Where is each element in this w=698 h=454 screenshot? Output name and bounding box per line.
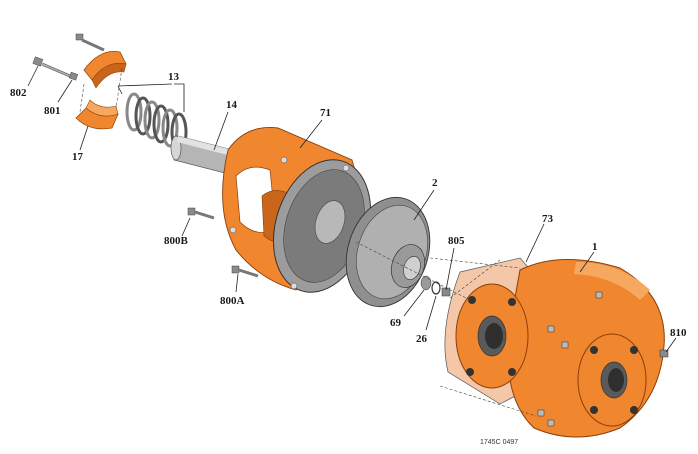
callout-801: 801: [44, 105, 61, 117]
packing-ring: [152, 104, 170, 144]
callout-17: 17: [72, 151, 84, 163]
packing-rings: [125, 92, 188, 152]
callout-71: 71: [320, 107, 331, 119]
alignment-lines: [355, 241, 537, 417]
callout-13: 13: [168, 71, 180, 83]
impeller: [345, 196, 431, 308]
packing-ring: [134, 96, 152, 136]
callout-73: 73: [542, 213, 554, 225]
callout-805: 805: [448, 235, 465, 247]
packing-ring: [161, 108, 179, 148]
drain-plug: [659, 349, 669, 358]
drawing-code: 1745C 0497: [480, 439, 518, 446]
impeller-nut: [420, 275, 451, 297]
leader-lines: [27, 65, 677, 353]
callout-1: 1: [592, 241, 598, 253]
callout-labels: 802 801 17 13 14 71 2 800B 800A 805 73 1…: [10, 71, 687, 446]
bolt-800a: [231, 265, 259, 278]
packing-ring: [125, 92, 143, 132]
callout-14: 14: [226, 99, 238, 111]
callout-69: 69: [390, 317, 402, 329]
bolt-800b: [187, 207, 215, 220]
callout-810: 810: [670, 327, 687, 339]
callout-2: 2: [432, 177, 438, 189]
callout-800b: 800B: [164, 235, 189, 247]
pump-casing: [455, 258, 665, 438]
clamp-assembly: [32, 33, 127, 130]
callout-802: 802: [10, 87, 27, 99]
callout-800a: 800A: [220, 295, 245, 307]
callout-26: 26: [416, 333, 428, 345]
packing-ring: [143, 100, 161, 140]
